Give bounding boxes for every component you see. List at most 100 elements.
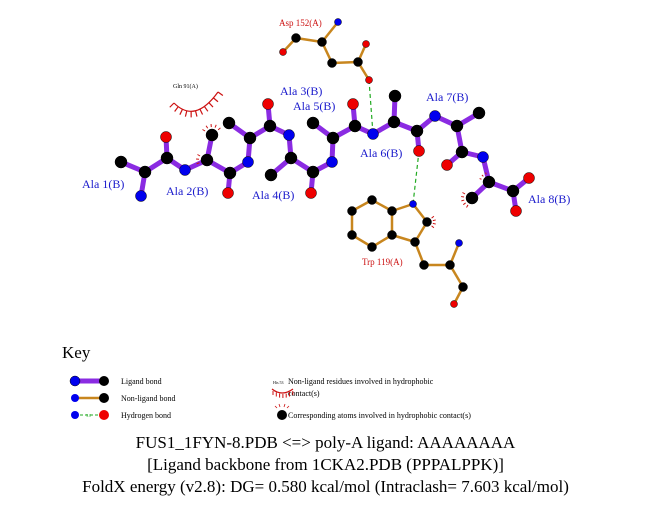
label-ala1: Ala 1(B) bbox=[82, 177, 124, 191]
oxygen-atom bbox=[362, 40, 370, 48]
ligand-labels: Ala 1(B) Ala 2(B) Ala 3(B) Ala 4(B) Ala … bbox=[82, 84, 570, 206]
nitrogen-atom bbox=[429, 110, 441, 122]
carbon-atom bbox=[455, 145, 469, 159]
arc-spoke bbox=[194, 110, 198, 117]
oxygen-atom bbox=[305, 187, 317, 199]
oxygen-atom bbox=[365, 76, 373, 84]
carbon-atom bbox=[347, 206, 357, 216]
svg-text:contact(s): contact(s) bbox=[288, 389, 320, 398]
carbon-atom bbox=[388, 89, 402, 103]
nitrogen-atom bbox=[135, 190, 147, 202]
key-hydrophobic-residue: His 53 Non-ligand residues involved in h… bbox=[271, 377, 434, 398]
label-ala6: Ala 6(B) bbox=[360, 146, 402, 160]
carbon-atom bbox=[367, 195, 377, 205]
hydrophobic-spoke bbox=[432, 219, 436, 222]
hydrophobic-spoke bbox=[217, 127, 221, 131]
hydrophobic-spoke bbox=[202, 129, 206, 132]
nitrogen-atom bbox=[283, 129, 295, 141]
carbon-atom bbox=[114, 155, 128, 169]
carbon-atom bbox=[419, 260, 429, 270]
svg-text:Hydrogen bond: Hydrogen bond bbox=[121, 411, 171, 420]
label-ala3: Ala 3(B) bbox=[280, 84, 322, 98]
label-trp119: Trp 119(A) bbox=[362, 257, 403, 267]
hydrogen-bond bbox=[368, 79, 374, 135]
key-hydrophobic-atom: Corresponding atoms involved in hydropho… bbox=[274, 403, 471, 420]
arc-spoke bbox=[208, 102, 214, 108]
nitrogen-atom bbox=[477, 151, 489, 163]
label-ala8: Ala 8(B) bbox=[528, 192, 570, 206]
carbon-atom bbox=[160, 151, 174, 165]
hydrophobic-arc-icon bbox=[271, 388, 294, 394]
oxygen-atom bbox=[441, 159, 453, 171]
oxygen-atom bbox=[279, 48, 287, 56]
carbon-atom bbox=[506, 184, 520, 198]
carbon-atom bbox=[450, 119, 464, 133]
label-ala7: Ala 7(B) bbox=[426, 90, 468, 104]
caption-line2: [Ligand backbone from 1CKA2.PDB (PPPALPP… bbox=[147, 455, 504, 474]
carbon-atom bbox=[347, 230, 357, 240]
carbon-atom bbox=[458, 282, 468, 292]
carbon-atom bbox=[306, 165, 320, 179]
oxygen-atom bbox=[347, 98, 359, 110]
nitrogen-atom bbox=[455, 239, 463, 247]
carbon-atom bbox=[327, 58, 337, 68]
hydrophobic-spoke bbox=[462, 192, 466, 195]
carbon-atom bbox=[387, 206, 397, 216]
carbon-atom bbox=[291, 33, 301, 43]
hydrogen-bond bbox=[412, 150, 420, 205]
carbon-atom bbox=[205, 128, 219, 142]
nitrogen-atom bbox=[179, 164, 191, 176]
carbon-atom bbox=[263, 119, 277, 133]
carbon-atom bbox=[138, 165, 152, 179]
caption-line3: FoldX energy (v2.8): DG= 0.580 kcal/mol … bbox=[82, 477, 569, 496]
arc-spoke bbox=[217, 91, 224, 96]
hydrogen-bonds bbox=[368, 79, 420, 205]
svg-text:Ligand bond: Ligand bond bbox=[121, 377, 162, 386]
arc-spoke bbox=[174, 106, 179, 112]
svg-text:Non-ligand bond: Non-ligand bond bbox=[121, 394, 175, 403]
carbon-atom bbox=[222, 116, 236, 130]
hydrophobic-spoke bbox=[431, 225, 435, 229]
carbon-atom bbox=[482, 175, 496, 189]
svg-text:3.0: 3.0 bbox=[86, 413, 91, 418]
key-hydrogen-bond: 3.0 Hydrogen bond bbox=[71, 410, 171, 420]
oxygen-atom bbox=[222, 187, 234, 199]
carbon-atom bbox=[243, 131, 257, 145]
carbon-atom bbox=[223, 166, 237, 180]
label-ala2: Ala 2(B) bbox=[166, 184, 208, 198]
hydrophobic-spoke bbox=[479, 178, 482, 180]
hydrophobic-spoke bbox=[196, 162, 200, 165]
label-ala4: Ala 4(B) bbox=[252, 188, 294, 202]
hydrophobic-spoke bbox=[466, 204, 469, 208]
carbon-atom bbox=[317, 37, 327, 47]
hydrophobic-spoke bbox=[485, 172, 487, 175]
arc-spoke bbox=[213, 97, 219, 103]
hydrophobic-spoke bbox=[481, 174, 484, 177]
hydrophobic-spoke bbox=[461, 199, 465, 202]
caption-line1: FUS1_1FYN-8.PDB <=> poly-A ligand: AAAAA… bbox=[135, 433, 516, 452]
oxygen-atom bbox=[450, 300, 458, 308]
carbon-atom bbox=[353, 57, 363, 67]
key-ligand-bond: Ligand bond bbox=[69, 375, 162, 387]
oxygen-atom bbox=[262, 98, 274, 110]
hydrophobic-contacts bbox=[195, 123, 487, 229]
svg-text:Non-ligand residues involved i: Non-ligand residues involved in hydropho… bbox=[288, 377, 434, 386]
arc-spoke bbox=[169, 102, 175, 108]
arc bbox=[173, 91, 219, 112]
carbon-atom bbox=[306, 116, 320, 130]
svg-text:His 53: His 53 bbox=[273, 380, 284, 385]
carbon-atom bbox=[367, 242, 377, 252]
nitrogen-atom bbox=[409, 200, 417, 208]
nitrogen-atom bbox=[242, 156, 254, 168]
carbon-atom bbox=[264, 168, 278, 182]
nitrogen-atom bbox=[367, 128, 379, 140]
key-nonligand-bond: Non-ligand bond bbox=[71, 393, 175, 403]
hydrophobic-spoke bbox=[214, 124, 217, 128]
oxygen-atom bbox=[160, 131, 172, 143]
carbon-atom bbox=[422, 217, 432, 227]
carbon-atom bbox=[387, 230, 397, 240]
nitrogen-atom bbox=[326, 156, 338, 168]
carbon-atom bbox=[348, 119, 362, 133]
key-title: Key bbox=[62, 343, 91, 362]
